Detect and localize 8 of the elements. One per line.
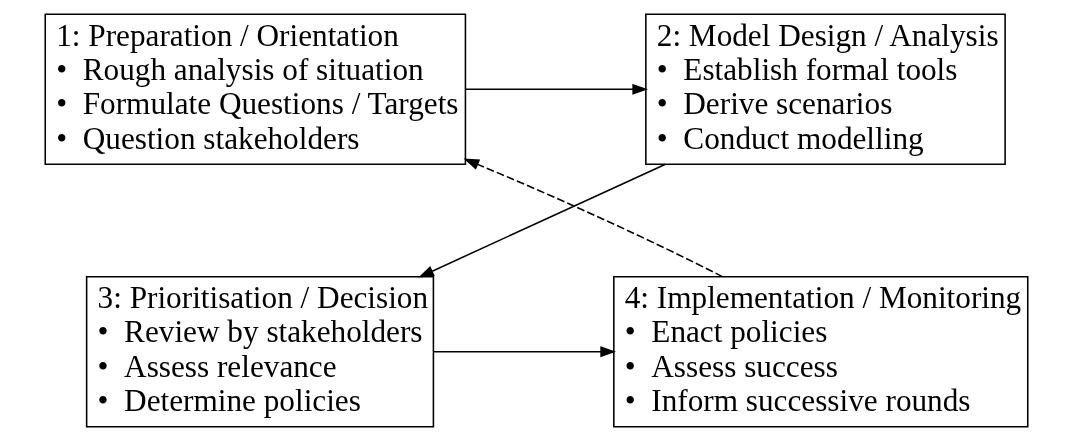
arrow bbox=[418, 163, 666, 278]
arrow bbox=[463, 158, 724, 278]
node-box: 4: Implementation / Monitoring • Enact policies • Assess success • Inform successive rounds bbox=[613, 275, 1029, 428]
node-box: 3: Prioritisation / Decision • Review by stakeholders • Assess relevance • Determine policies bbox=[85, 275, 435, 428]
arrow bbox=[465, 83, 648, 95]
node-box: 1: Preparation / Orientation • Rough analysis of situation • Formulate Questions / Targets • Question stakeholders bbox=[44, 13, 467, 166]
node-box: 2: Model Design / Analysis • Establish formal tools • Derive scenarios • Conduct modelling bbox=[645, 13, 1006, 166]
arrow bbox=[432, 346, 616, 358]
